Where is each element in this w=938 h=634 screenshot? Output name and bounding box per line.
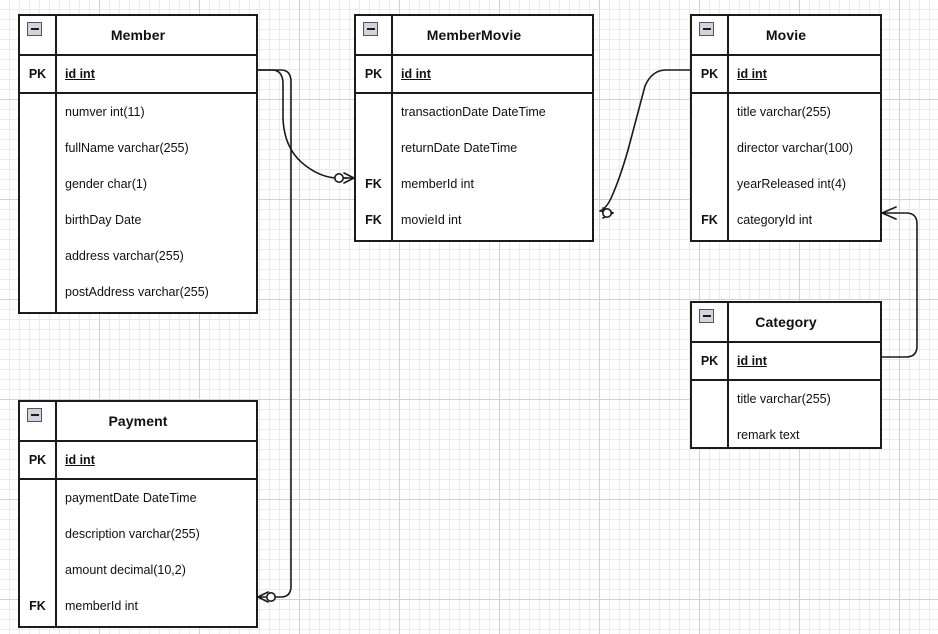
entity-category[interactable]: Category PK id int title varchar(255) re… [690,301,882,449]
attribute-label: yearReleased int(4) [737,177,847,191]
entity-membermovie[interactable]: MemberMovie PK id int transactionDate Da… [354,14,594,242]
table-row: FK memberId int [20,588,256,624]
minimize-icon[interactable] [27,22,42,36]
table-row: director varchar(100) [692,130,880,166]
table-row: PK id int [20,16,256,312]
table-row: title varchar(255) [692,381,880,417]
attribute-label: memberId int [401,177,474,191]
attribute-label: paymentDate DateTime [65,491,197,505]
attribute-label: categoryId int [737,213,813,227]
entity-header-membermovie: MemberMovie [356,16,592,56]
entity-title: MemberMovie [426,27,522,43]
primary-key-row: PK id int [692,303,880,447]
table-row: title varchar(255) [692,94,880,130]
minimize-icon[interactable] [363,22,378,36]
table-row: gender char(1) [20,166,256,202]
attribute-label: title varchar(255) [737,105,831,119]
attribute-label: birthDay Date [65,213,142,227]
table-row: address varchar(255) [20,238,256,274]
minimize-icon[interactable] [27,408,42,422]
key-label: PK [364,66,383,81]
attribute-label: title varchar(255) [737,392,831,406]
minimize-icon[interactable] [699,22,714,36]
entity-header-member: Member [20,16,256,56]
attribute-rows: title varchar(255) remark text [692,381,880,453]
attribute-label: id int [65,453,95,467]
attribute-label: numver int(11) [65,105,145,119]
entity-member[interactable]: Member PK id int numver int(11) fullName… [18,14,258,314]
table-row: postAddress varchar(255) [20,274,256,310]
entity-title: Category [755,314,817,330]
table-row: paymentDate DateTime [20,480,256,516]
attribute-label: id int [401,67,431,81]
attribute-rows: numver int(11) fullName varchar(255) gen… [20,94,256,310]
primary-key-row: PK id int [356,16,592,240]
entity-header-payment: Payment [20,402,256,442]
attribute-label: gender char(1) [65,177,147,191]
primary-key-row: PK id int [20,402,256,626]
column-separator [727,96,729,232]
key-label: PK [28,452,47,467]
attribute-label: remark text [737,428,800,442]
attribute-label: id int [737,354,767,368]
key-label: FK [29,598,46,613]
key-label: PK [700,353,719,368]
column-separator [55,96,57,304]
table-row: amount decimal(10,2) [20,552,256,588]
table-row: yearReleased int(4) [692,166,880,202]
attribute-label: address varchar(255) [65,249,184,263]
column-separator [391,96,393,232]
table-row: numver int(11) [20,94,256,130]
table-row: FK movieId int [356,202,592,238]
attribute-label: fullName varchar(255) [65,141,189,155]
table-row: PK id int [356,16,592,240]
entity-payment[interactable]: Payment PK id int paymentDate DateTime d… [18,400,258,628]
primary-key-row: PK id int [692,16,880,240]
table-row: FK memberId int [356,166,592,202]
attribute-rows: title varchar(255) director varchar(100)… [692,94,880,238]
table-row: PK id int [20,402,256,626]
key-label: FK [365,212,382,227]
column-separator [727,383,729,447]
minimize-icon[interactable] [699,309,714,323]
table-row: description varchar(255) [20,516,256,552]
table-row: transactionDate DateTime [356,94,592,130]
attribute-rows: transactionDate DateTime returnDate Date… [356,94,592,238]
attribute-label: id int [737,67,767,81]
attribute-label: memberId int [65,599,138,613]
entity-header-movie: Movie [692,16,880,56]
column-separator [727,303,729,447]
column-separator [55,482,57,618]
attribute-label: movieId int [401,213,462,227]
attribute-label: returnDate DateTime [401,141,518,155]
entity-title: Member [110,27,166,43]
attribute-rows: paymentDate DateTime description varchar… [20,480,256,624]
attribute-label: director varchar(100) [737,141,854,155]
table-row: FK categoryId int [692,202,880,238]
attribute-label: id int [65,67,95,81]
primary-key-row: PK id int [20,16,256,312]
attribute-label: amount decimal(10,2) [65,563,186,577]
key-label: FK [365,176,382,191]
key-label: PK [700,66,719,81]
entity-title: Movie [765,27,807,43]
entity-title: Payment [108,413,168,429]
table-row: remark text [692,417,880,453]
table-row: PK id int [692,303,880,447]
attribute-label: postAddress varchar(255) [65,285,209,299]
key-label: PK [28,66,47,81]
key-label: FK [701,212,718,227]
attribute-label: transactionDate DateTime [401,105,546,119]
entity-header-category: Category [692,303,880,343]
table-row: birthDay Date [20,202,256,238]
table-row: fullName varchar(255) [20,130,256,166]
table-row: PK id int [692,16,880,240]
attribute-label: description varchar(255) [65,527,200,541]
table-row: returnDate DateTime [356,130,592,166]
entity-movie[interactable]: Movie PK id int title varchar(255) direc… [690,14,882,242]
